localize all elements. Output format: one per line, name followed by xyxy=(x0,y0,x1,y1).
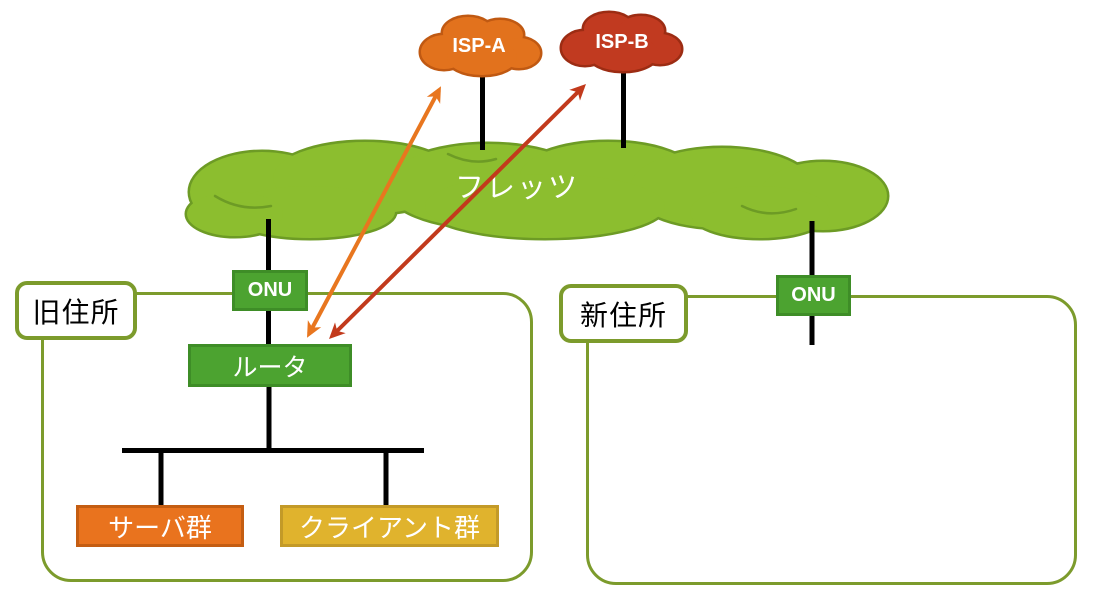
router-label: ルータ xyxy=(232,353,308,382)
cloud-crease xyxy=(740,204,798,215)
onu-new-box: ONU xyxy=(776,275,851,316)
old-site-label-box: 旧住所 xyxy=(15,281,137,340)
onu-old-label: ONU xyxy=(247,279,293,301)
new-site-label-box: 新住所 xyxy=(559,284,688,343)
connector-lines xyxy=(122,72,815,507)
onu-old-box: ONU xyxy=(232,270,308,311)
clients-label: クライアント群 xyxy=(299,512,480,543)
old-site-label: 旧住所 xyxy=(32,296,120,328)
clients-box: クライアント群 xyxy=(280,505,499,547)
router-box: ルータ xyxy=(188,344,352,387)
onu-new-label: ONU xyxy=(791,284,836,306)
servers-box: サーバ群 xyxy=(76,505,244,547)
isp-b-cloud xyxy=(562,13,681,71)
flets-cloud xyxy=(187,142,887,238)
new-site-label: 新住所 xyxy=(579,299,667,331)
cloud-crease xyxy=(213,194,273,209)
isp-a-cloud xyxy=(421,17,540,75)
servers-label: サーバ群 xyxy=(108,512,212,543)
